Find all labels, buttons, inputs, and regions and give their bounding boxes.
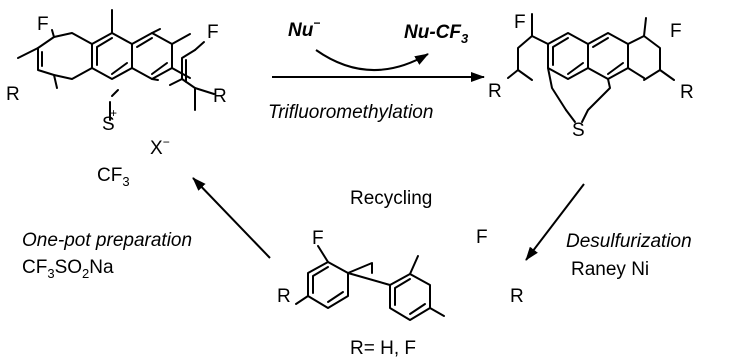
counterion: X−	[150, 135, 170, 159]
substituent-footnote: R= H, F	[350, 338, 416, 359]
sulfur-atom: S	[572, 120, 585, 141]
substituent-r-left: R	[6, 84, 20, 105]
preparation-reagent-label: CF3SO2Na	[22, 257, 114, 281]
preparation-label: One-pot preparation	[22, 230, 192, 251]
nucleophile-curved-arrow	[315, 49, 429, 71]
fluorine-atom-right: F	[476, 227, 488, 248]
dibenzothiophene: F R F R S	[488, 12, 694, 141]
substituent-r-left: R	[488, 81, 502, 102]
cf3-group: CF3	[97, 165, 130, 189]
biphenyl: F F R R	[277, 227, 524, 321]
preparation-arrow	[192, 177, 271, 259]
substituent-r-right: R	[213, 86, 227, 107]
fluorine-atom-right: F	[670, 21, 682, 42]
substituent-r-left: R	[277, 286, 291, 307]
sulfur-atom: S	[102, 114, 115, 135]
sulfonium-charge: +	[110, 106, 117, 120]
product-nu-cf3-label: Nu-CF3	[404, 22, 469, 46]
recycling-label: Recycling	[350, 188, 432, 209]
trifluoromethylation-label: Trifluoromethylation	[268, 102, 433, 123]
desulfurization-arrow	[525, 183, 585, 261]
raney-ni-label: Raney Ni	[571, 259, 649, 280]
fluorine-atom-left: F	[312, 228, 324, 249]
substituent-r-right: R	[680, 82, 694, 103]
fluorine-atom-left: F	[37, 14, 49, 35]
fluorine-atom-right: F	[207, 22, 219, 43]
substituent-r-right: R	[510, 286, 524, 307]
desulfurization-label: Desulfurization	[566, 231, 692, 252]
nucleophile-label: Nu−	[288, 16, 320, 41]
fluorine-atom-left: F	[514, 12, 526, 33]
sulfonium-salt: R F R F S + X− CF3	[6, 9, 227, 189]
